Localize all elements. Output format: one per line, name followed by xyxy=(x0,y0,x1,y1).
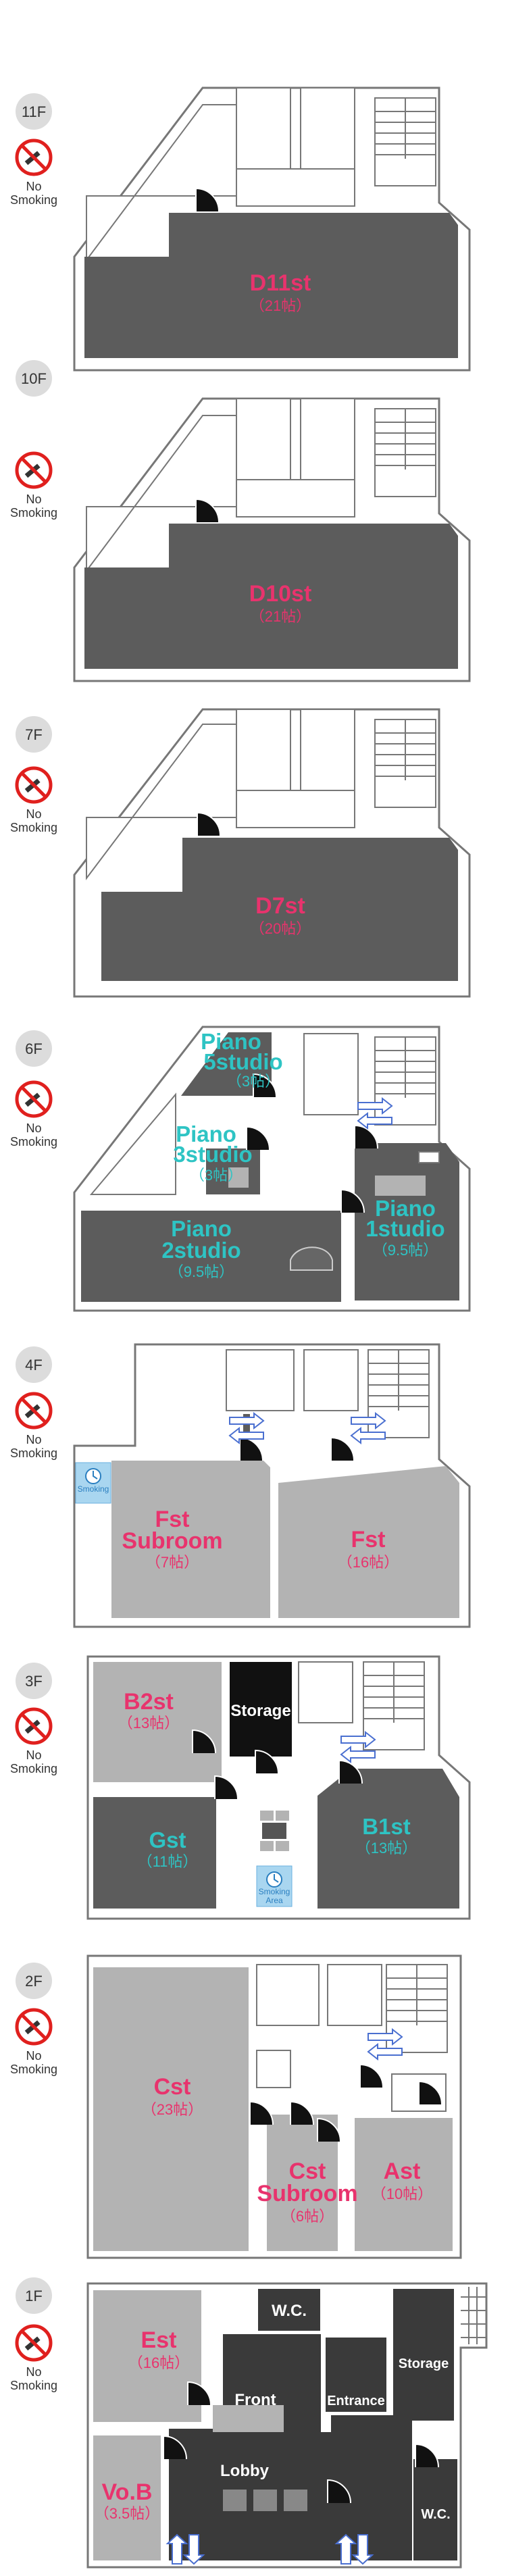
no-smoking-label: No xyxy=(26,180,41,193)
floor-1f: 1F No Smoking Est （16帖） W.C. Front xyxy=(10,2277,488,2569)
no-smoking-icon xyxy=(17,1394,51,1428)
smoking-area-label: Smoking xyxy=(259,1887,290,1896)
room-name: Est xyxy=(141,2327,177,2353)
no-smoking-icon xyxy=(17,1082,51,1116)
floor-7f: 7F No Smoking D7st （20帖） xyxy=(10,708,471,998)
room-name: Fst xyxy=(155,1507,190,1532)
floor-label: 3F xyxy=(25,1673,43,1690)
room-name: Gst xyxy=(149,1827,186,1852)
floor-label: 7F xyxy=(25,726,43,743)
room-name: Piano xyxy=(176,1121,236,1146)
no-smoking-label: No xyxy=(26,807,41,821)
no-smoking-label: Smoking xyxy=(10,193,57,207)
room-name: B2st xyxy=(124,1689,174,1715)
no-smoking-icon xyxy=(17,768,51,802)
floor-label: 2F xyxy=(25,1973,43,1990)
room-name: Cst xyxy=(289,2158,326,2184)
room-size: （20帖） xyxy=(250,920,311,937)
room-name: Cst xyxy=(154,2074,191,2100)
no-smoking-label: Smoking xyxy=(10,1135,57,1148)
no-smoking-label: No xyxy=(26,2365,41,2379)
no-smoking-icon xyxy=(17,453,51,487)
no-smoking-label: Smoking xyxy=(10,1762,57,1775)
room-name: W.C. xyxy=(272,2302,307,2320)
no-smoking-icon xyxy=(17,1709,51,1743)
room-name: Ast xyxy=(384,2158,421,2184)
floor-label: 6F xyxy=(25,1040,43,1057)
room-name: Piano xyxy=(375,1196,436,1221)
room-size: （6帖） xyxy=(281,2208,334,2225)
floor-11f: 11F No Smoking D11st （21帖） xyxy=(10,86,471,372)
room-name: Vo.B xyxy=(102,2479,153,2505)
no-smoking-label: No xyxy=(26,1121,41,1135)
room-name: W.C. xyxy=(421,2507,450,2522)
room-name: 5studio xyxy=(203,1049,282,1074)
smoking-area-icon xyxy=(75,1462,111,1504)
room-name: D11st xyxy=(250,270,311,296)
floor-label: 10F xyxy=(21,370,47,387)
room-name: Fst xyxy=(351,1527,386,1552)
room-name: Subroom xyxy=(257,2181,357,2206)
smoking-area-label: Smoking xyxy=(78,1484,109,1494)
floor-3f: 3F No Smoking Storage Smoking Area B2st … xyxy=(10,1655,471,1920)
floor-6f: 6F No Smoking Piano 5studio （3帖） Piano 3… xyxy=(10,1026,471,1312)
room-name: B1st xyxy=(362,1814,411,1839)
room-size: （21帖） xyxy=(250,608,311,625)
no-smoking-icon xyxy=(17,2010,51,2044)
room-size: （3帖） xyxy=(190,1167,243,1184)
room-size: （11帖） xyxy=(138,1853,198,1870)
no-smoking-label: Smoking xyxy=(10,506,57,520)
no-smoking-icon xyxy=(17,141,51,174)
room-name: 2studio xyxy=(161,1238,240,1263)
room-size: （10帖） xyxy=(372,2186,432,2202)
no-smoking-label: No xyxy=(26,1748,41,1762)
room-size: （13帖） xyxy=(356,1840,417,1857)
room-size: （23帖） xyxy=(142,2101,203,2118)
no-smoking-label: Smoking xyxy=(10,1446,57,1460)
no-smoking-label: No xyxy=(26,493,41,506)
room-size: （21帖） xyxy=(250,297,311,314)
room-name: Entrance xyxy=(327,2394,385,2408)
room-size: （9.5帖） xyxy=(169,1263,234,1280)
floor-10f: 10F No Smoking D10st （21帖） xyxy=(10,360,471,682)
room-name: Front xyxy=(234,2391,276,2409)
room-name: Storage xyxy=(230,1702,290,1720)
room-size: （3帖） xyxy=(227,1073,280,1090)
no-smoking-label: Smoking xyxy=(10,2379,57,2392)
room-name: 3studio xyxy=(173,1142,252,1167)
no-smoking-label: Smoking xyxy=(10,2063,57,2076)
room-size: （9.5帖） xyxy=(373,1242,438,1259)
room-size: （7帖） xyxy=(146,1554,199,1571)
smoking-area-label: Area xyxy=(265,1896,283,1905)
room-name: Piano xyxy=(171,1216,232,1241)
no-smoking-label: Smoking xyxy=(10,821,57,834)
room-name: Piano xyxy=(201,1029,261,1054)
room-name: D7st xyxy=(255,893,305,919)
floor-4f: 4F No Smoking Smoking Fst Subroom （7帖） F… xyxy=(10,1343,471,1628)
room-name: Lobby xyxy=(220,2462,270,2480)
room-size: （3.5帖） xyxy=(95,2505,160,2522)
room-size: （16帖） xyxy=(338,1554,399,1571)
room-name: Subroom xyxy=(122,1528,222,1554)
floor-label: 11F xyxy=(22,103,46,120)
floor-label: 4F xyxy=(25,1357,43,1373)
floor-2f: 2F No Smoking Cst （23帖） Cst Subroom （6帖）… xyxy=(10,1954,462,2259)
no-smoking-icon xyxy=(17,2326,51,2360)
room-size: （13帖） xyxy=(118,1715,179,1732)
room-name: D10st xyxy=(249,581,312,607)
no-smoking-label: No xyxy=(26,2049,41,2063)
room-name: Storage xyxy=(399,2356,449,2371)
floor-label: 1F xyxy=(25,2288,43,2304)
room-size: （16帖） xyxy=(128,2354,189,2371)
no-smoking-label: No xyxy=(26,1433,41,1446)
room-name: 1studio xyxy=(365,1216,444,1241)
